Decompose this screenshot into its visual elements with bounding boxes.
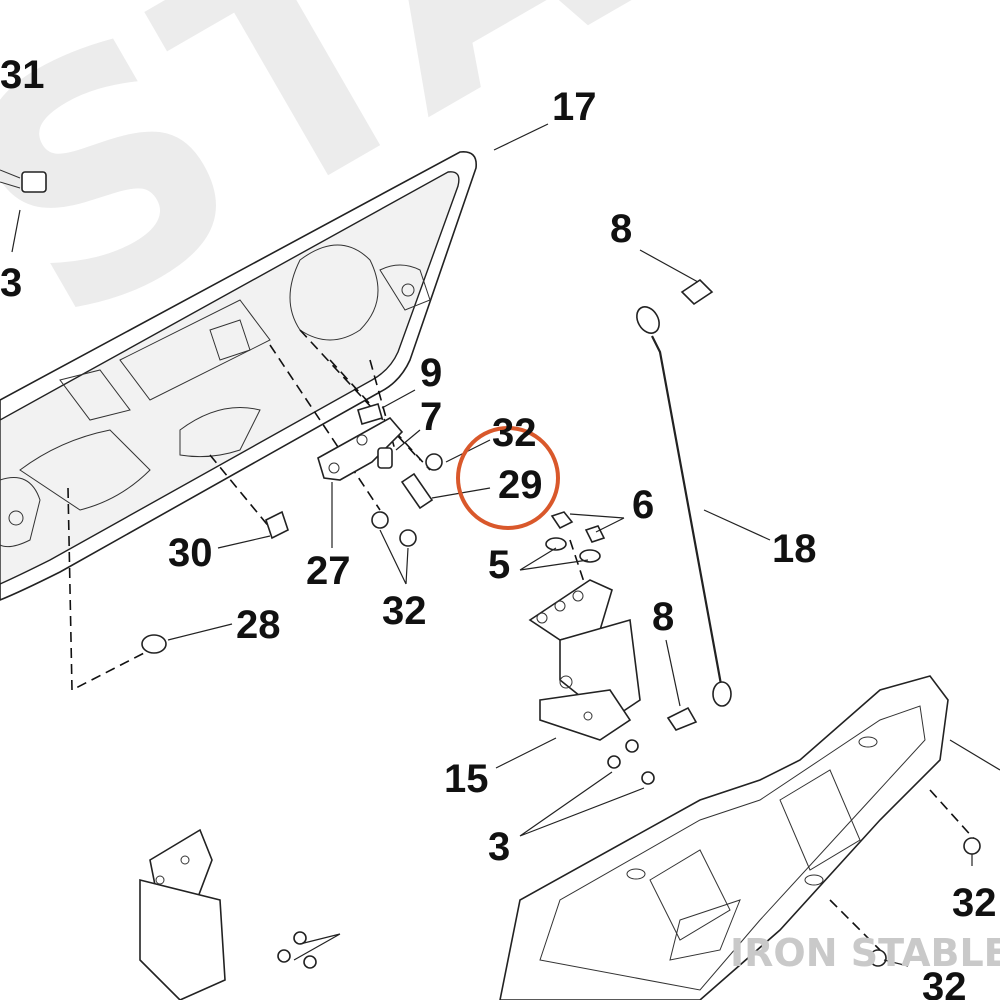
label-8-lower: 8 (652, 595, 674, 639)
label-15: 15 (444, 757, 489, 801)
label-8-top: 8 (610, 207, 632, 251)
label-18: 18 (772, 527, 817, 571)
lower-panel (499, 675, 949, 1000)
label-17: 17 (552, 85, 597, 129)
label-3-top: 3 (0, 261, 22, 305)
leader-lines (11, 123, 1000, 967)
label-5: 5 (488, 543, 510, 587)
label-32-bottom: 32 (922, 965, 967, 1000)
brand-watermark: IRON STABLE (730, 931, 1000, 975)
label-3-lower: 3 (488, 825, 510, 869)
label-32-middle: 32 (382, 589, 427, 633)
label-29: 29 (498, 463, 543, 507)
label-32-upper: 32 (492, 411, 537, 455)
label-27: 27 (306, 549, 351, 593)
label-7: 7 (420, 395, 442, 439)
label-6: 6 (632, 483, 654, 527)
highlight-circle (456, 426, 560, 530)
hardware (0, 169, 981, 969)
label-31: 31 (0, 53, 45, 97)
door-panel (0, 151, 477, 601)
cable (636, 306, 732, 707)
hinge-lower-left (139, 828, 226, 1000)
label-32-right: 32 (952, 881, 997, 925)
label-30: 30 (168, 531, 213, 575)
label-9: 9 (420, 351, 442, 395)
part-labels: 31 3 17 8 9 7 32 29 6 5 18 30 27 32 28 8… (0, 53, 997, 1000)
hinge (528, 579, 641, 741)
label-28: 28 (236, 603, 281, 647)
